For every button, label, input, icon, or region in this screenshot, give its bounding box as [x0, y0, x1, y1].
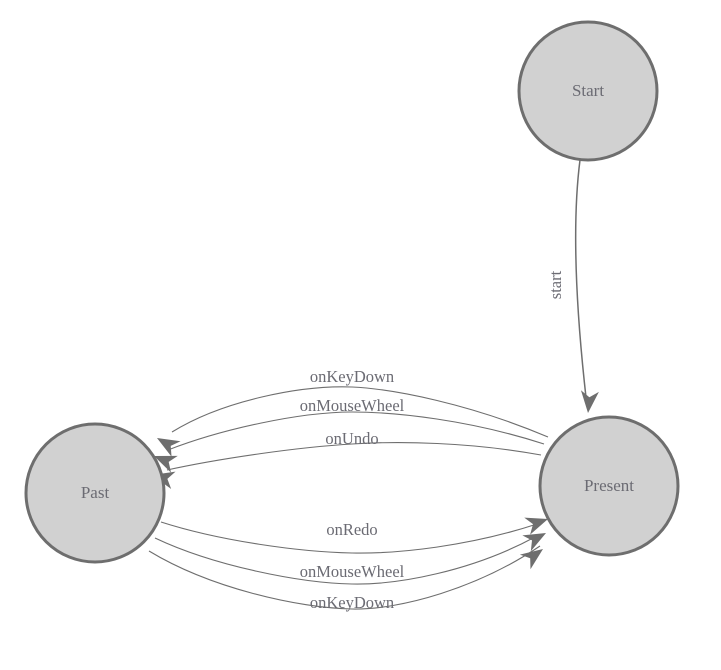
arrowhead-icon-present-2	[522, 533, 546, 552]
nodes-layer: Start Past Present	[24, 20, 680, 564]
node-start-label: Start	[572, 81, 604, 100]
edge-label-present-past-onundo: onUndo	[325, 429, 378, 448]
edge-label-present-past-onmousewheel: onMouseWheel	[300, 396, 405, 415]
arrowhead-icon-start-present	[580, 390, 599, 413]
edge-label-past-present-onkeydown: onKeyDown	[310, 593, 394, 612]
node-past-circle[interactable]	[24, 422, 166, 564]
node-present[interactable]: Present	[538, 415, 680, 557]
edge-past-to-present-onredo[interactable]	[160, 521, 538, 554]
edge-start-to-present[interactable]	[574, 159, 588, 407]
arrowhead-icon-present-3	[519, 549, 543, 570]
edge-present-to-past-onundo[interactable]	[166, 442, 542, 471]
edge-label-start: start	[546, 270, 565, 299]
arrowhead-icon-past-2	[154, 455, 178, 473]
edge-present-to-past-onkeydown[interactable]	[171, 386, 549, 438]
node-present-circle[interactable]	[538, 415, 680, 557]
node-present-label: Present	[584, 476, 634, 495]
edge-labels-layer: start onKeyDown onMouseWheel onUndo onRe…	[300, 270, 565, 611]
edge-present-to-past-onmousewheel[interactable]	[167, 411, 545, 451]
arrowhead-icon-past-1	[157, 438, 181, 457]
node-start-circle[interactable]	[517, 20, 659, 162]
arrowheads-layer	[152, 390, 599, 570]
edge-label-present-past-onkeydown: onKeyDown	[310, 367, 394, 386]
node-start[interactable]: Start	[517, 20, 659, 162]
edge-label-past-present-onredo: onRedo	[326, 520, 377, 539]
edges-layer	[148, 159, 588, 610]
node-past[interactable]: Past	[24, 422, 166, 564]
node-past-label: Past	[81, 483, 110, 502]
edge-past-to-present-onmousewheel[interactable]	[154, 536, 536, 585]
edge-label-past-present-onmousewheel: onMouseWheel	[300, 562, 405, 581]
arrowhead-icon-present-1	[524, 517, 548, 535]
edge-past-to-present-onkeydown[interactable]	[148, 545, 541, 610]
